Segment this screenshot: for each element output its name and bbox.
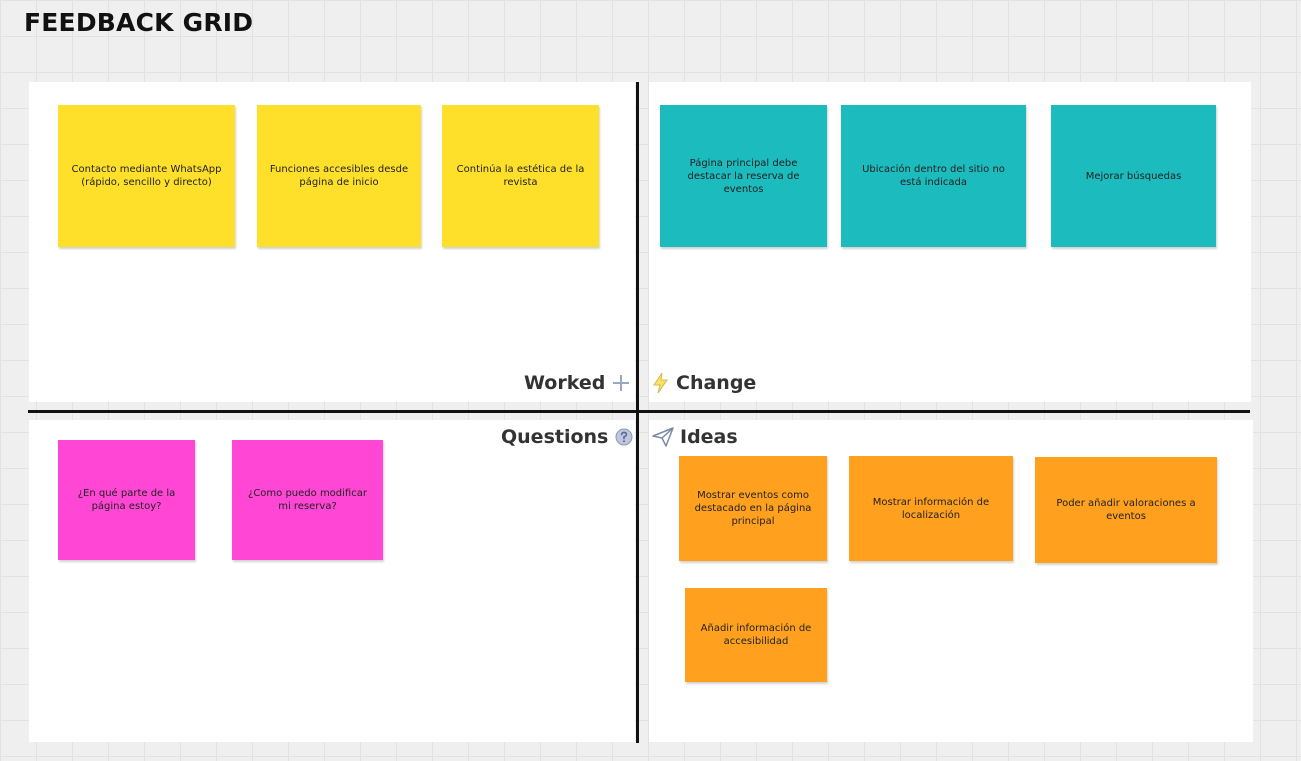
sticky-note[interactable]: Poder añadir valoraciones a eventos: [1035, 457, 1217, 563]
lightning-icon: [652, 372, 670, 394]
sticky-note[interactable]: Ubicación dentro del sitio no está indic…: [841, 105, 1026, 247]
sticky-note[interactable]: Mostrar eventos como destacado en la pág…: [679, 456, 827, 561]
board-title: FEEDBACK GRID: [24, 8, 254, 37]
sticky-note[interactable]: Mejorar búsquedas: [1051, 105, 1216, 247]
sticky-note[interactable]: Mostrar información de localización: [849, 456, 1013, 561]
change-label: Change: [652, 372, 756, 394]
change-label-text: Change: [676, 372, 757, 394]
sticky-note[interactable]: Funciones accesibles desde página de ini…: [257, 105, 421, 247]
question-icon: [614, 427, 634, 447]
paper-plane-icon: [652, 427, 674, 447]
sticky-note[interactable]: ¿Como puedo modificar mi reserva?: [232, 440, 383, 560]
worked-label-text: Worked: [524, 372, 606, 394]
questions-label-text: Questions: [501, 426, 609, 448]
sticky-note[interactable]: Continúa la estética de la revista: [442, 105, 599, 247]
ideas-label: Ideas: [652, 426, 738, 448]
worked-label: Worked: [524, 372, 631, 394]
sticky-note[interactable]: Página principal debe destacar la reserv…: [660, 105, 827, 247]
sticky-note[interactable]: Contacto mediante WhatsApp (rápido, senc…: [58, 105, 235, 247]
ideas-label-text: Ideas: [680, 426, 738, 448]
horizontal-divider: [28, 410, 1250, 413]
plus-icon: [611, 373, 631, 393]
questions-label: Questions: [501, 426, 634, 448]
sticky-note[interactable]: ¿En qué parte de la página estoy?: [58, 440, 195, 560]
sticky-note[interactable]: Añadir información de accesibilidad: [685, 588, 827, 682]
